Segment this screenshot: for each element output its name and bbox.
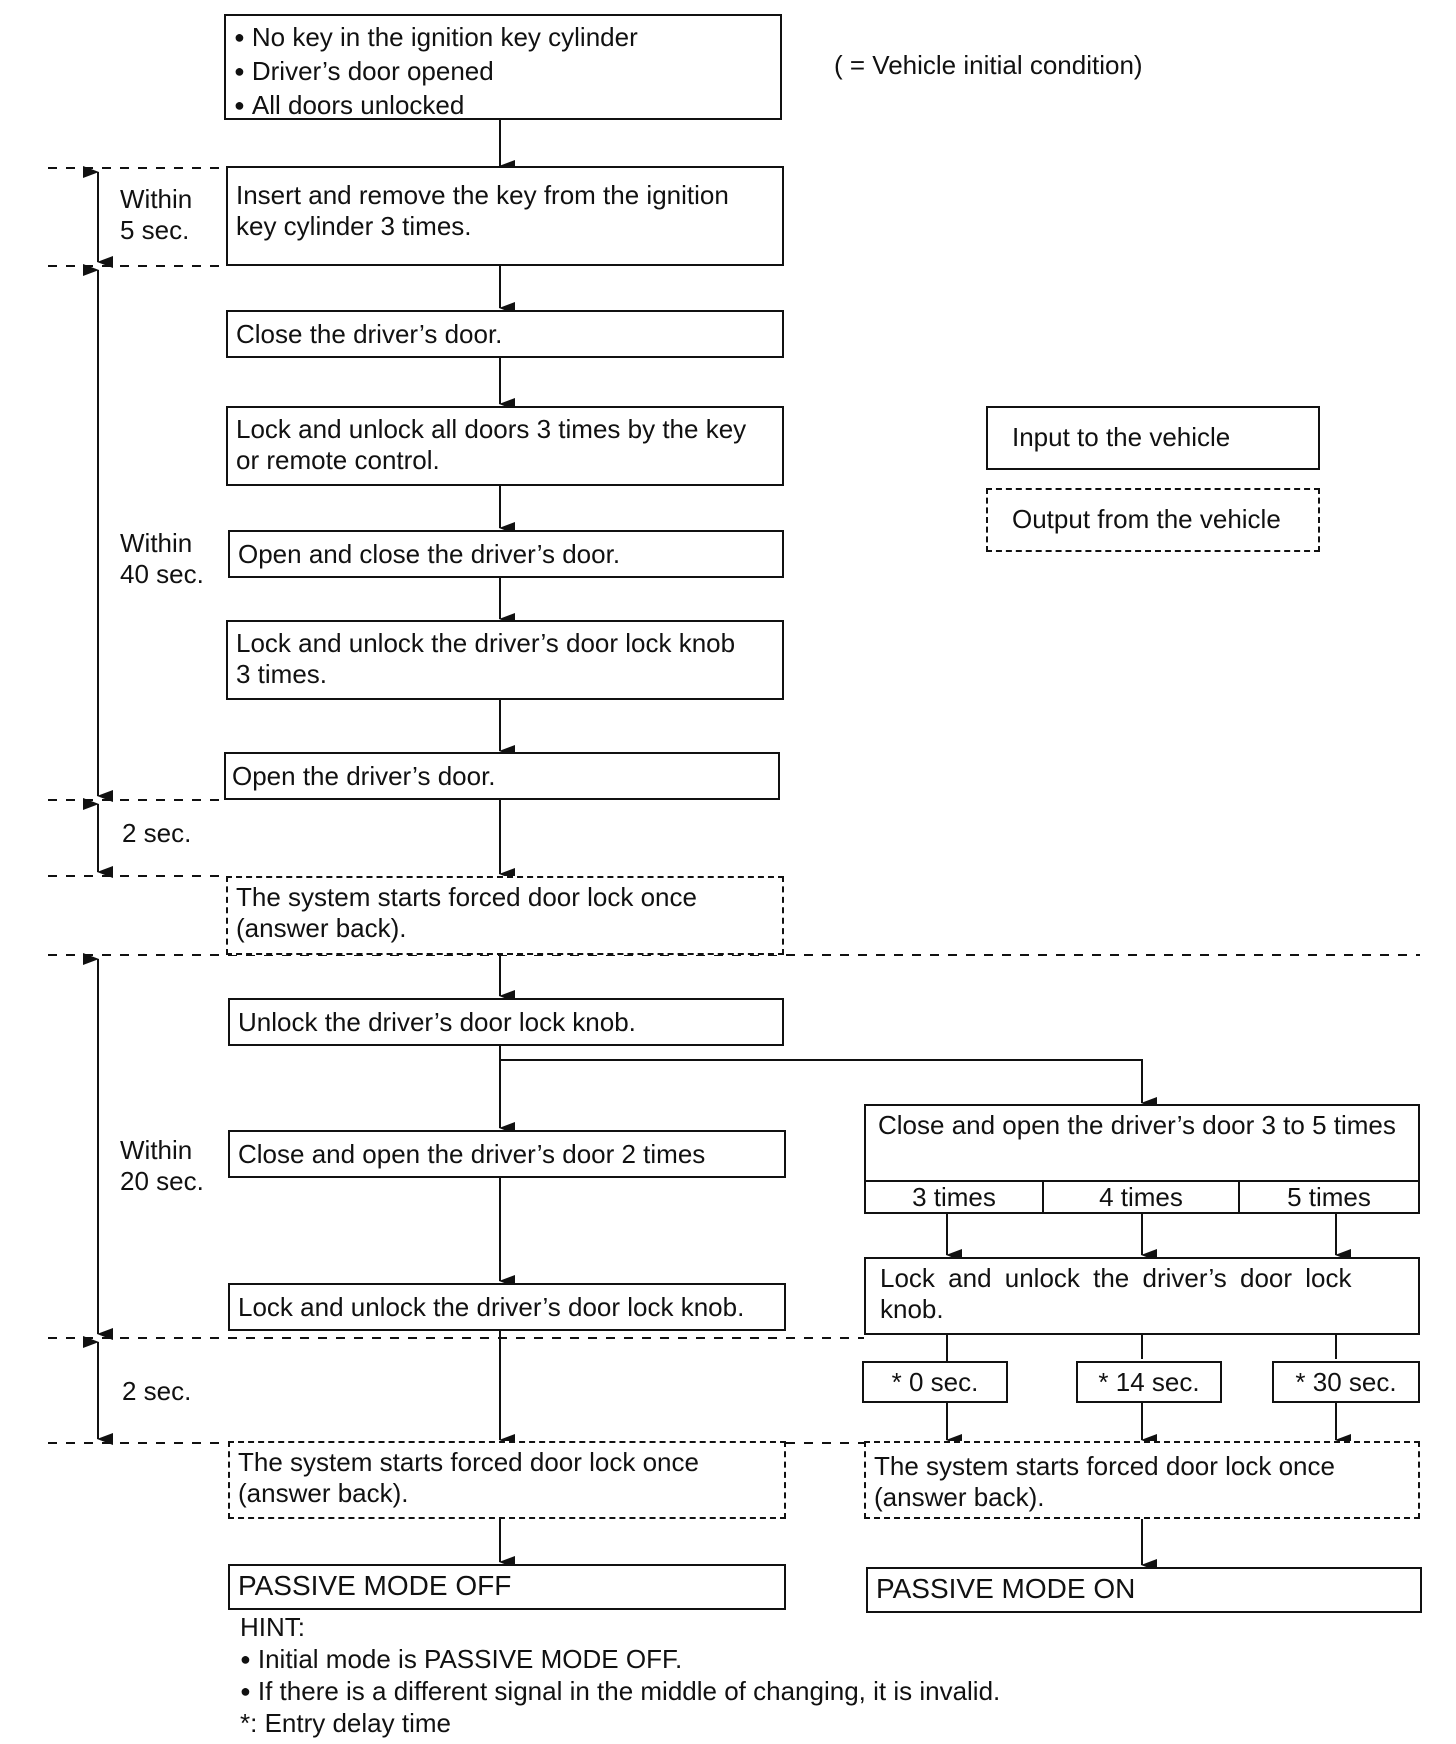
step-insert-key: Insert and remove the key from the ignit…	[226, 166, 784, 266]
step-text: (answer back).	[236, 913, 407, 943]
initial-condition-box: No key in the ignition key cylinder Driv…	[224, 14, 782, 120]
output-answer-back-right: The system starts forced door lock once …	[864, 1441, 1420, 1519]
timing-label-40sec: Within 40 sec.	[120, 528, 204, 590]
step-text: Lock and unlock the driver’s door lock k…	[880, 1263, 1352, 1324]
step-text: Unlock the driver’s door lock knob.	[238, 1007, 636, 1037]
step-text: (answer back).	[874, 1482, 1045, 1512]
legend-input-box: Input to the vehicle	[986, 406, 1320, 470]
hint-line: Initial mode is PASSIVE MODE OFF.	[240, 1644, 682, 1678]
step-open-close: Open and close the driver’s door.	[228, 530, 784, 578]
legend-input-label: Input to the vehicle	[1012, 422, 1231, 452]
result-passive-mode-off: PASSIVE MODE OFF	[228, 1564, 786, 1610]
step-text: The system starts forced door lock once	[236, 882, 697, 912]
step-close-open-2: Close and open the driver’s door 2 times	[228, 1130, 786, 1178]
option-4-times: 4 times	[1044, 1182, 1240, 1212]
step-text: The system starts forced door lock once	[874, 1451, 1335, 1481]
step-text: The system starts forced door lock once	[238, 1447, 699, 1477]
step-text: Lock and unlock the driver’s door lock k…	[236, 628, 736, 658]
delay-14-sec: * 14 sec.	[1076, 1361, 1222, 1403]
step-unlock-knob: Unlock the driver’s door lock knob.	[228, 998, 784, 1046]
result-text: PASSIVE MODE OFF	[238, 1570, 512, 1601]
step-text: Close and open the driver’s door 3 to 5 …	[878, 1110, 1396, 1140]
step-close-door: Close the driver’s door.	[226, 310, 784, 358]
timing-label-2sec-a: 2 sec.	[122, 818, 192, 848]
step-text: Lock and unlock all doors 3 times by the…	[236, 414, 747, 444]
step-text: Open and close the driver’s door.	[238, 539, 621, 569]
step-text: key cylinder 3 times.	[236, 211, 472, 241]
output-answer-back-left: The system starts forced door lock once …	[228, 1441, 786, 1519]
step-text: or remote control.	[236, 445, 440, 475]
delay-30-sec: * 30 sec.	[1272, 1361, 1420, 1403]
hint-footnote: *: Entry delay time	[240, 1708, 451, 1738]
step-text: Lock and unlock the driver’s door lock k…	[238, 1292, 745, 1322]
timing-label-2sec-b: 2 sec.	[122, 1376, 192, 1406]
output-answer-back-1: The system starts forced door lock once …	[226, 876, 784, 955]
step-lock-knob-3: Lock and unlock the driver’s door lock k…	[226, 620, 784, 700]
timing-text: 5 sec.	[120, 215, 190, 245]
timing-text: 40 sec.	[120, 559, 204, 589]
step-text: 3 times.	[236, 659, 328, 689]
initial-item: All doors unlocked	[234, 90, 772, 124]
step-text: Close and open the driver’s door 2 times	[238, 1139, 706, 1169]
delay-0-sec: * 0 sec.	[862, 1361, 1008, 1403]
initial-item: Driver’s door opened	[234, 56, 772, 90]
step-close-open-3to5: Close and open the driver’s door 3 to 5 …	[864, 1104, 1420, 1214]
timing-text: Within	[120, 1135, 193, 1165]
legend-output-label: Output from the vehicle	[1012, 504, 1281, 534]
timing-text: Within	[120, 184, 193, 214]
step-text: Open the driver’s door.	[232, 761, 496, 791]
result-passive-mode-on: PASSIVE MODE ON	[866, 1567, 1422, 1613]
result-text: PASSIVE MODE ON	[876, 1573, 1136, 1604]
initial-item: No key in the ignition key cylinder	[234, 22, 772, 56]
time-separators	[48, 167, 1420, 1444]
option-5-times: 5 times	[1287, 1182, 1371, 1212]
hint-title: HINT:	[240, 1612, 305, 1642]
timing-label-5sec: Within 5 sec.	[120, 184, 192, 246]
timing-text: 20 sec.	[120, 1166, 204, 1196]
timing-text: Within	[120, 528, 193, 558]
initial-condition-note: ( = Vehicle initial condition)	[834, 50, 1143, 80]
step-open-door: Open the driver’s door.	[224, 752, 780, 800]
step-text: Insert and remove the key from the ignit…	[236, 180, 729, 210]
timing-label-20sec: Within 20 sec.	[120, 1135, 204, 1197]
step-text: (answer back).	[238, 1478, 409, 1508]
step-text: Close the driver’s door.	[236, 319, 503, 349]
legend-output-box: Output from the vehicle	[986, 488, 1320, 552]
step-lock-unlock-knob-right: Lock and unlock the driver’s door lock k…	[864, 1257, 1420, 1335]
step-lock-unlock-knob-left: Lock and unlock the driver’s door lock k…	[228, 1283, 786, 1331]
option-3-times: 3 times	[866, 1182, 1044, 1212]
step-lock-unlock-all: Lock and unlock all doors 3 times by the…	[226, 406, 784, 486]
hint-line: If there is a different signal in the mi…	[240, 1676, 1000, 1710]
